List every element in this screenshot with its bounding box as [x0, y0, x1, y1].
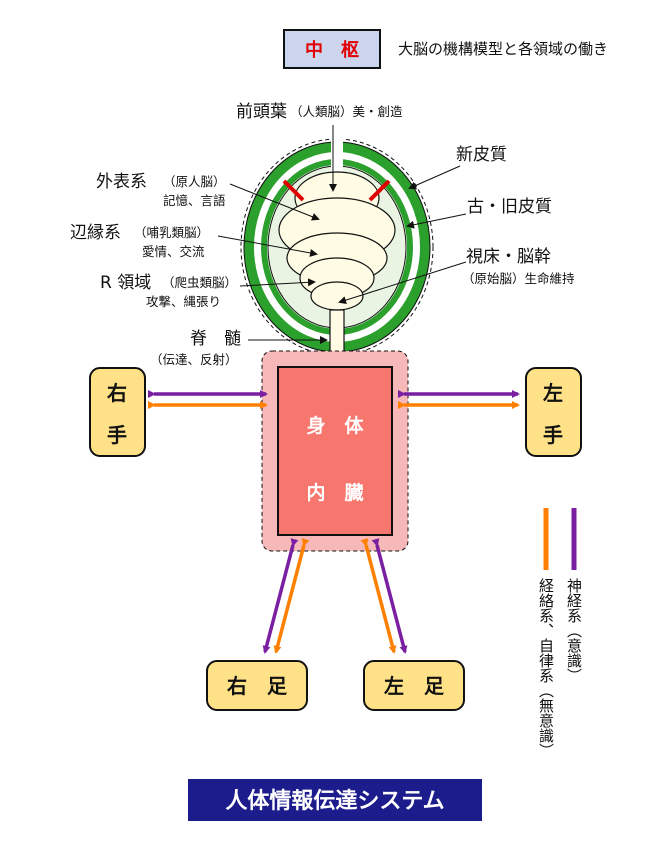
thalamus-title: 視床・脳幹: [466, 246, 551, 267]
thalamus-lobe: [310, 281, 364, 311]
limbs: 右 手 左 手 右 足 左 足: [89, 367, 582, 711]
outer-dashed-boundary: [240, 138, 434, 356]
right-foot-label: 右 足: [227, 674, 288, 698]
limbic-title: 辺縁系: [70, 223, 121, 243]
limbic-pointer: [217, 235, 318, 257]
limbic-sub2: 愛情、交流: [142, 244, 205, 259]
right-hand-1: 右: [107, 381, 127, 405]
left-hand-box: [525, 367, 582, 457]
brain-labels: 前頭葉 （人類脳）美・創造 新皮質 古・旧皮質 外表系 （原人脳） 記憶、言語 …: [70, 102, 575, 367]
left-foot-label: 左 足: [384, 674, 445, 698]
paleocortex-pointer: [406, 213, 467, 229]
body: 身 体 内 臓: [261, 350, 409, 552]
spine-sub: （伝達、反射）: [150, 352, 238, 367]
right-hand-2: 手: [107, 423, 127, 447]
frontal-sub: （人類脳）美・創造: [290, 104, 403, 119]
thalamus-pointer: [338, 261, 467, 304]
legend-nerve-label: 神経系（意識）: [565, 578, 583, 683]
left-hand-1: 左: [543, 381, 563, 405]
header-caption: 大脳の機構模型と各領域の働き: [398, 40, 608, 58]
header: 中 枢 大脳の機構模型と各領域の働き: [283, 29, 608, 69]
footer: 人体情報伝達システム: [188, 779, 482, 821]
red-mark-right: [368, 179, 391, 202]
r-sub1: （爬虫類脳）: [162, 275, 237, 290]
r-title: R 領域: [100, 273, 151, 293]
frontal-title: 前頭葉: [236, 102, 287, 122]
right-foot-box: [206, 660, 308, 711]
connection-arrows: [148, 390, 520, 654]
r-sub2: 攻撃、縄張り: [146, 294, 221, 309]
outer-sub1: （原人脳）: [163, 174, 226, 189]
right-hand-box: [89, 367, 146, 457]
left-hand-2: 手: [543, 423, 563, 447]
spine-title: 脊 髄: [190, 329, 241, 349]
r-pointer: [239, 278, 316, 287]
arrow-nerve-left-foot: [371, 538, 408, 654]
outer-pointer: [229, 183, 320, 221]
legend-meridian-label: 経絡系、自律系（無意識）: [537, 578, 555, 758]
body-line1: 身 体: [306, 414, 364, 437]
legend: 神経系（意識） 経絡系、自律系（無意識）: [537, 508, 583, 758]
body-inner-box: [277, 366, 393, 536]
ring-gap: [331, 138, 343, 178]
neocortex-label: 新皮質: [456, 145, 507, 165]
body-line2: 内 臓: [306, 481, 363, 504]
outer-sub2: 記憶、言語: [163, 193, 226, 208]
header-box-label: 中 枢: [305, 39, 359, 61]
paleocortex-label: 古・旧皮質: [467, 197, 552, 217]
neocortex-pointer: [408, 165, 461, 190]
outer-title: 外表系: [96, 172, 147, 192]
footer-title: 人体情報伝達システム: [225, 788, 444, 814]
header-box: [283, 29, 381, 69]
limbic-sub1: （哺乳類脳）: [134, 225, 209, 240]
arrow-meridian-right-foot: [273, 538, 310, 654]
thalamus-sub: （原始脳）生命維持: [462, 271, 575, 286]
brain-model: [240, 138, 434, 369]
footer-banner: [188, 779, 482, 821]
red-mark-left: [282, 179, 305, 202]
left-foot-box: [363, 660, 465, 711]
